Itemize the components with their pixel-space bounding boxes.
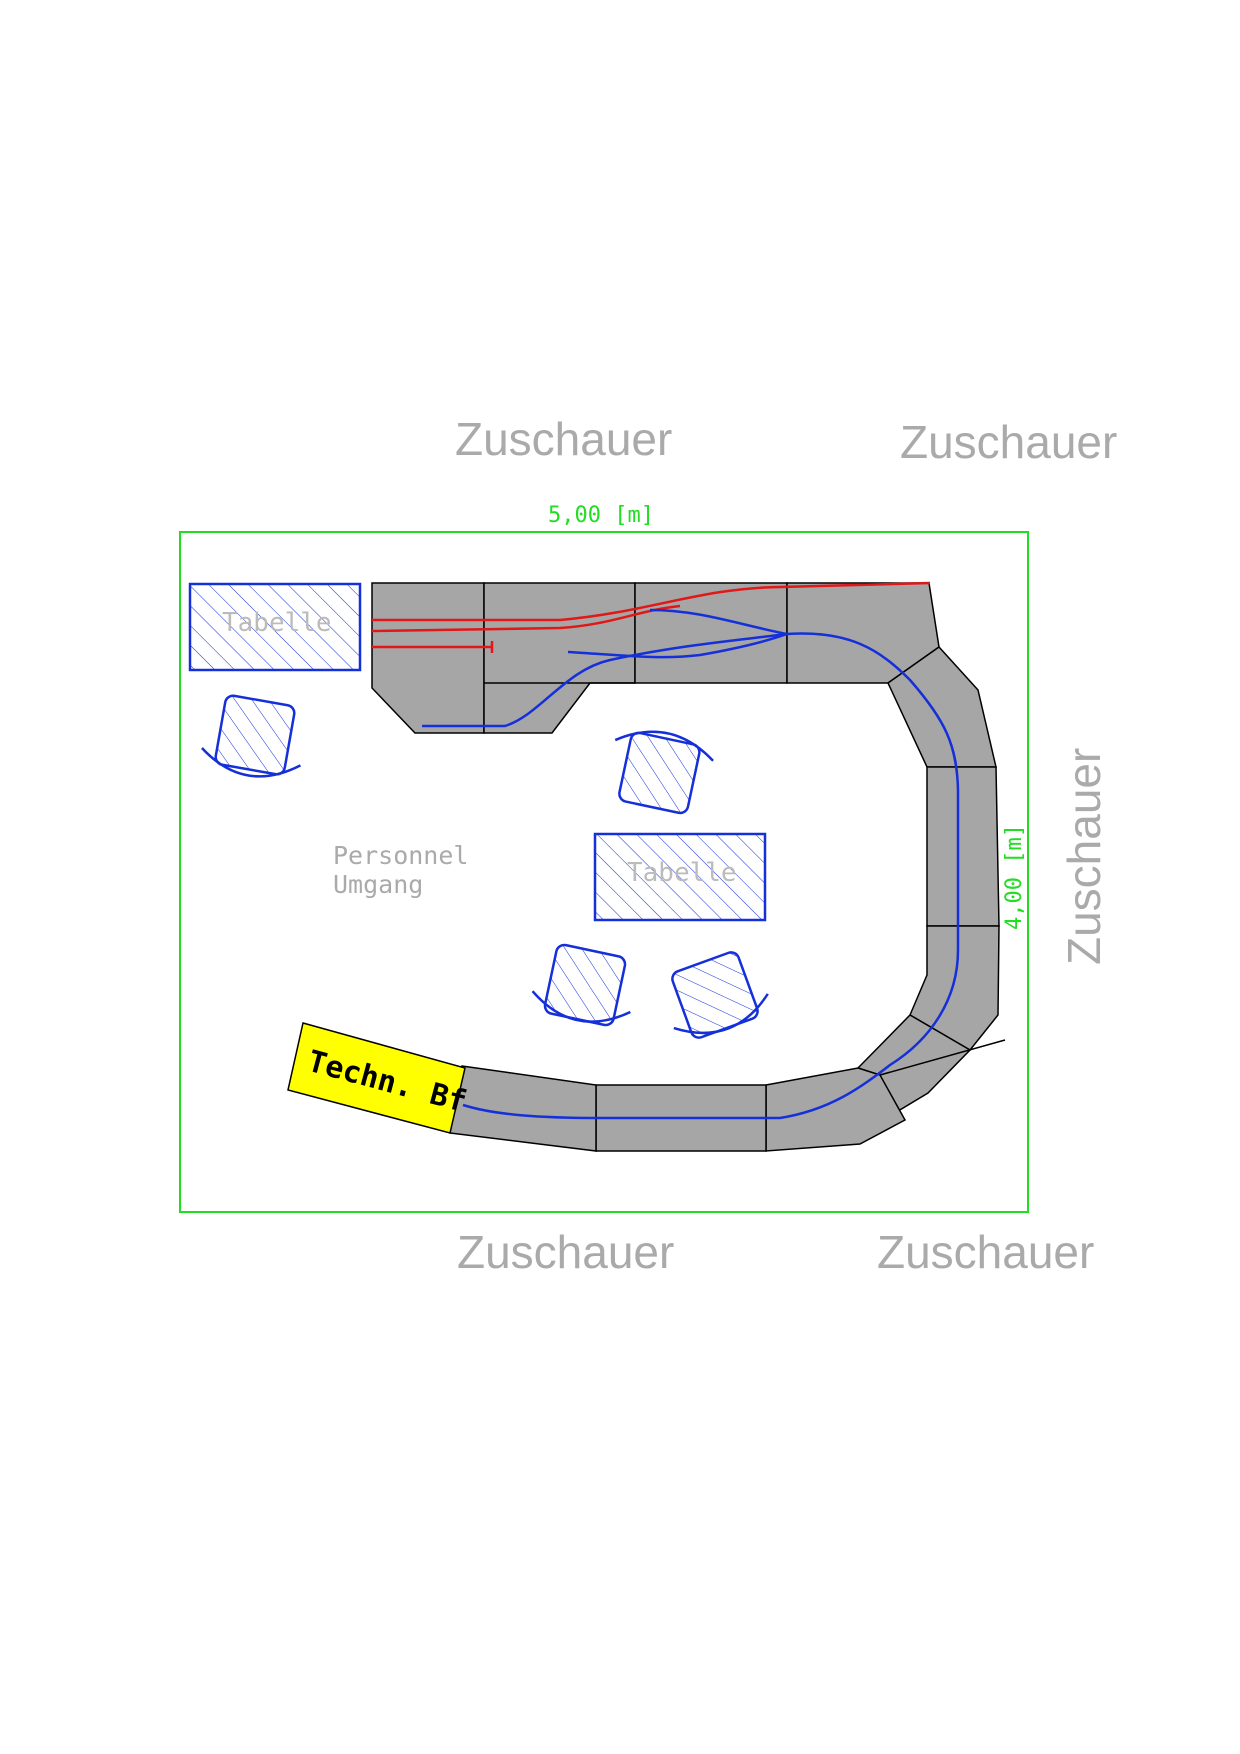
blue-tracks bbox=[422, 608, 960, 1120]
station-block bbox=[287, 1022, 466, 1134]
chair-2 bbox=[614, 730, 714, 815]
curve-modules bbox=[856, 646, 1000, 1126]
aisle-label-line2: Umgang bbox=[333, 870, 423, 899]
room-outline bbox=[179, 531, 1029, 1213]
table-1-label: Tabelle bbox=[222, 608, 332, 638]
table-2: Tabelle bbox=[593, 832, 767, 922]
technical-station: Techn. Bf bbox=[287, 1022, 470, 1134]
red-tracks bbox=[371, 581, 931, 653]
audience-label-right: Zuschauer bbox=[1058, 748, 1110, 965]
room-width-label: 5,00 [m] bbox=[548, 503, 654, 528]
audience-label-top-left: Zuschauer bbox=[455, 413, 672, 465]
audience-label-bottom-right: Zuschauer bbox=[877, 1226, 1094, 1278]
audience-label-bottom-left: Zuschauer bbox=[457, 1226, 674, 1278]
chair-1 bbox=[201, 694, 301, 778]
table-1: Tabelle bbox=[188, 582, 362, 672]
audience-label-top-right: Zuschauer bbox=[900, 416, 1117, 468]
aisle-label-line1: Personnel bbox=[333, 841, 468, 870]
chair-4 bbox=[671, 951, 769, 1039]
table-2-label: Tabelle bbox=[627, 858, 737, 888]
room-height-label: 4,00 [m] bbox=[1002, 824, 1027, 930]
chair-3 bbox=[531, 943, 631, 1027]
